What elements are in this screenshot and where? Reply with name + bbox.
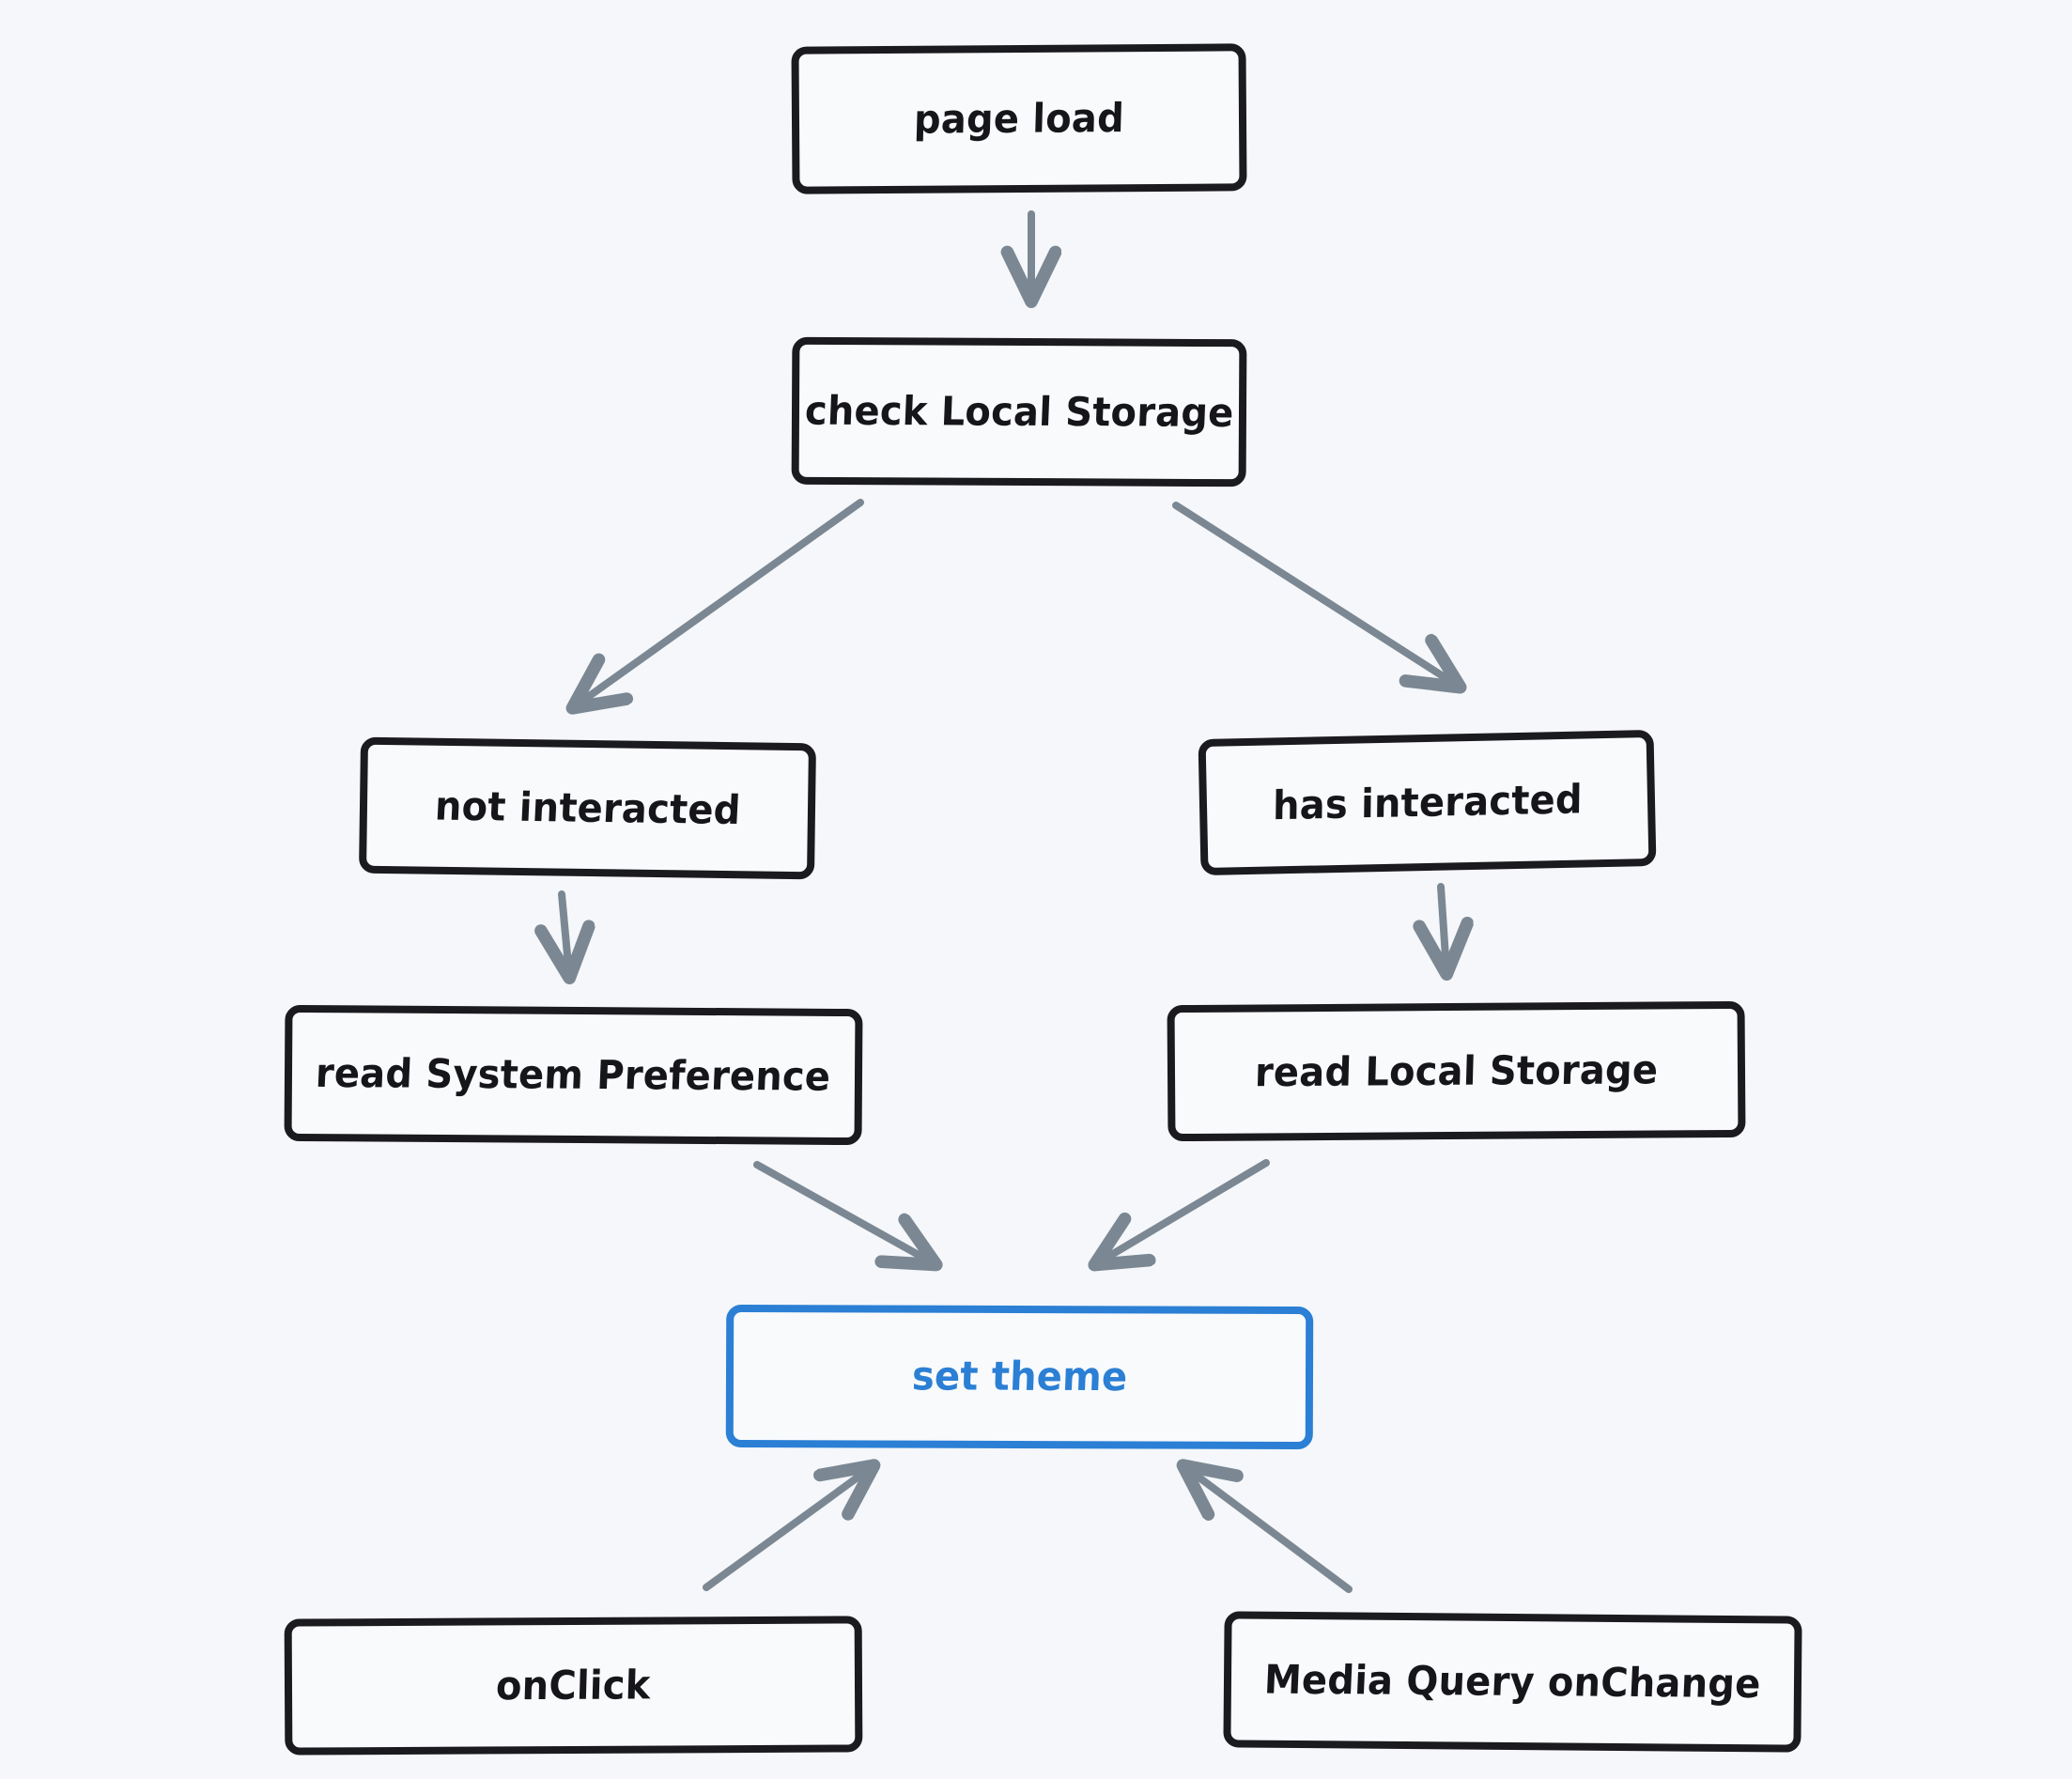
edge-e-hasinteracted-to-ls xyxy=(1441,883,1446,971)
edge-e-onclick-to-settheme xyxy=(703,1467,872,1591)
edge-e-ls-to-settheme xyxy=(1097,1159,1270,1263)
edge-e-mediaquery-to-settheme xyxy=(1185,1467,1353,1593)
node-label-not-interacted: not interacted xyxy=(433,782,742,834)
edge-e-notinteracted-to-syspref xyxy=(562,890,569,975)
node-has-interacted[interactable]: has interacted xyxy=(1198,729,1657,876)
node-label-on-click: onClick xyxy=(495,1662,652,1709)
node-label-has-interacted: has interacted xyxy=(1272,776,1583,829)
node-media-query-onchange[interactable]: Media Query onChange xyxy=(1223,1611,1802,1753)
node-on-click[interactable]: onClick xyxy=(284,1616,863,1756)
node-not-interacted[interactable]: not interacted xyxy=(359,736,816,880)
edge-e-check-to-notinteracted xyxy=(575,499,864,706)
edge-e-syspref-to-settheme xyxy=(753,1161,934,1263)
node-check-local-storage[interactable]: check Local Storage xyxy=(791,336,1247,487)
edge-e-check-to-hasinteracted xyxy=(1172,502,1458,686)
node-label-read-local-storage: read Local Storage xyxy=(1254,1046,1659,1096)
node-label-page-load: page load xyxy=(913,95,1125,143)
node-label-set-theme: set theme xyxy=(910,1354,1129,1400)
node-label-read-system-preference: read System Preference xyxy=(315,1050,832,1100)
node-label-check-local-storage: check Local Storage xyxy=(803,387,1235,437)
node-read-local-storage[interactable]: read Local Storage xyxy=(1167,1000,1746,1142)
node-set-theme[interactable]: set theme xyxy=(725,1304,1314,1450)
node-label-media-query-onchange: Media Query onChange xyxy=(1263,1656,1762,1708)
node-read-system-preference[interactable]: read System Preference xyxy=(284,1004,863,1146)
node-page-load[interactable]: page load xyxy=(791,43,1247,194)
